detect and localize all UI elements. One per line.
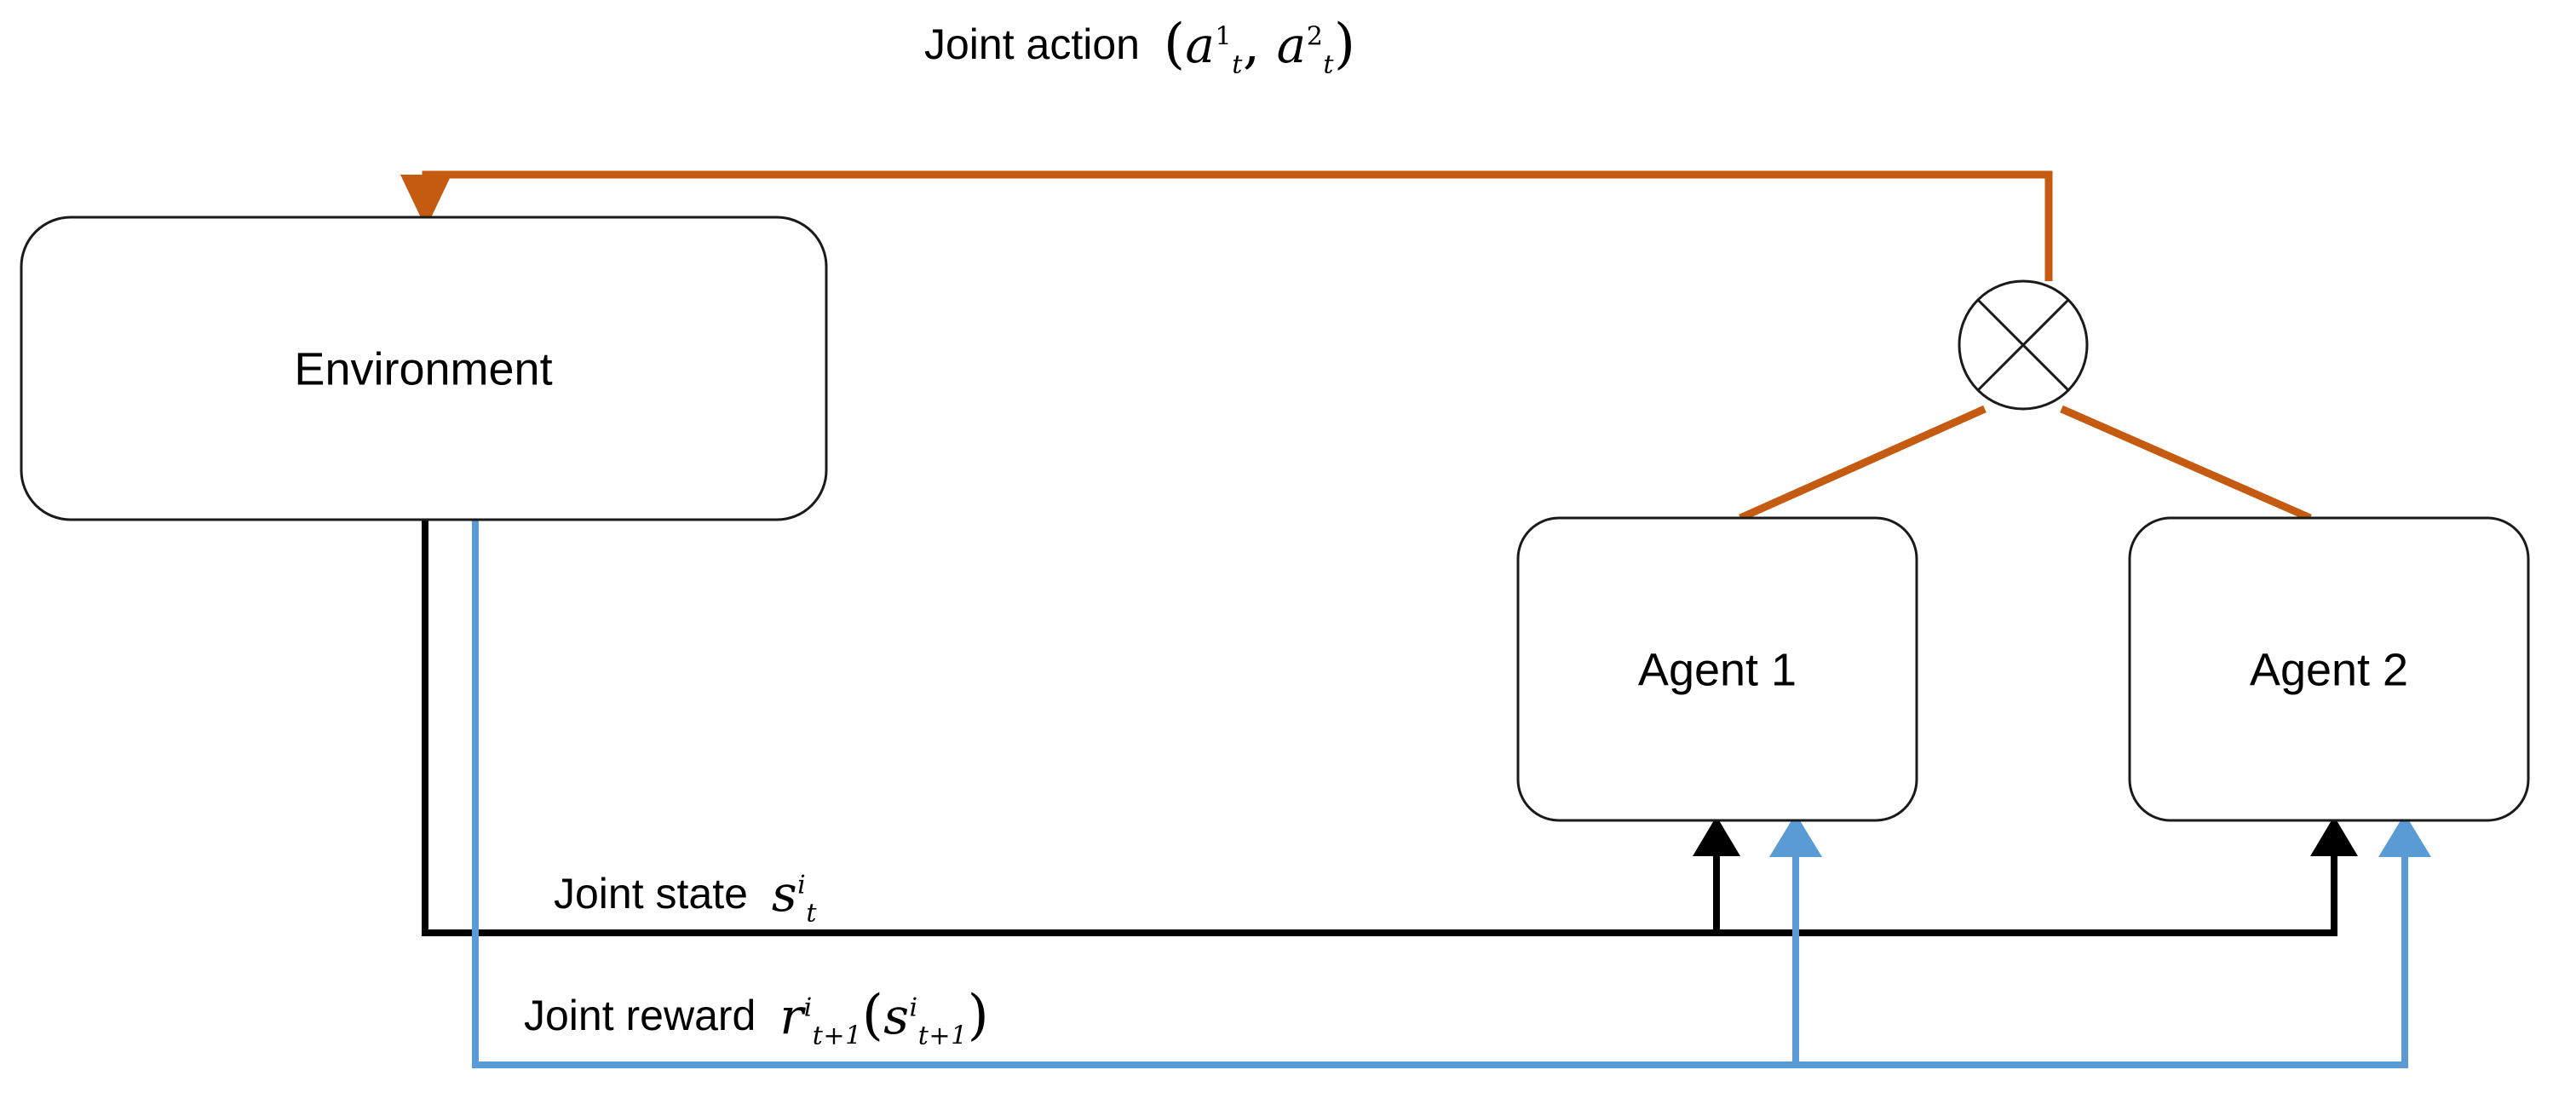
joint-state-text: Joint state <box>554 870 748 918</box>
joint-state-symbol: sit <box>772 869 817 926</box>
label-joint-action: Joint action(a1t, a2t) <box>924 16 1356 78</box>
joint-reward-sup: i <box>803 992 813 1023</box>
joint-action-a2-sup: 2 <box>1306 21 1324 52</box>
environment-label: Environment <box>294 343 552 394</box>
joint-action-open-paren: ( <box>1163 13 1186 76</box>
joint-state-sub: t <box>806 898 817 929</box>
joint-state-arrowhead-agent1-icon <box>1693 816 1740 856</box>
joint-reward-sub: t+1 <box>812 1021 862 1051</box>
joint-reward-arg-sup: i <box>909 992 918 1023</box>
joint-reward-text: Joint reward <box>524 992 756 1039</box>
label-joint-state: Joint state sit <box>554 869 817 926</box>
joint-reward-arg-base: s <box>883 987 910 1045</box>
environment-box[interactable] <box>20 216 828 521</box>
joint-reward-base: r <box>779 987 804 1045</box>
agent2-label: Agent 2 <box>2250 644 2408 695</box>
action-branch-agent2-line <box>2060 405 2312 522</box>
joint-reward-arg-close: ) <box>967 984 990 1047</box>
agent2-box[interactable] <box>2128 516 2530 822</box>
joint-reward-arg-sub: t+1 <box>917 1021 968 1051</box>
edge-action-to-agent1 <box>1739 405 1987 522</box>
joint-state-base: s <box>771 865 798 923</box>
joint-reward-arrowhead-agent1-icon <box>1769 814 1822 857</box>
node-agent-1[interactable]: Agent 1 <box>1516 516 1918 822</box>
joint-action-arrowhead-icon <box>400 175 451 228</box>
agent1-label: Agent 1 <box>1638 644 1797 695</box>
node-combiner-operator[interactable] <box>1958 279 2089 411</box>
joint-action-a2-base: a <box>1276 16 1307 74</box>
joint-action-comma: , <box>1242 13 1261 76</box>
joint-action-a1-sub: t <box>1232 49 1243 80</box>
joint-state-line <box>422 519 2337 936</box>
joint-state-arrowhead-agent2-icon <box>2310 816 2358 856</box>
edge-action-to-agent2 <box>2060 405 2312 522</box>
joint-action-a1-sup: 1 <box>1215 21 1233 52</box>
joint-action-a1-base: a <box>1185 16 1216 74</box>
joint-action-text: Joint action <box>924 20 1140 68</box>
joint-reward-symbol: rit+1(sit+1) <box>779 987 989 1049</box>
agent1-box[interactable] <box>1516 516 1918 822</box>
cross-glyph-icon <box>1976 298 2070 392</box>
joint-reward-line <box>472 519 2408 1068</box>
edge-joint-state-black <box>422 519 2358 936</box>
joint-action-close-paren: ) <box>1334 13 1356 76</box>
node-agent-2[interactable]: Agent 2 <box>2128 516 2530 822</box>
joint-action-a2-sub: t <box>1323 49 1334 80</box>
joint-action-symbol: (a1t, a2t) <box>1164 16 1356 78</box>
edge-joint-reward-blue <box>472 519 2431 1068</box>
joint-state-sup: i <box>797 870 807 900</box>
joint-reward-arg-open: ( <box>861 984 884 1047</box>
node-environment[interactable]: Environment <box>20 216 828 521</box>
edge-joint-action-orange <box>400 170 2053 281</box>
action-branch-agent1-line <box>1739 405 1987 522</box>
joint-reward-arrowhead-agent2-icon <box>2378 814 2431 857</box>
